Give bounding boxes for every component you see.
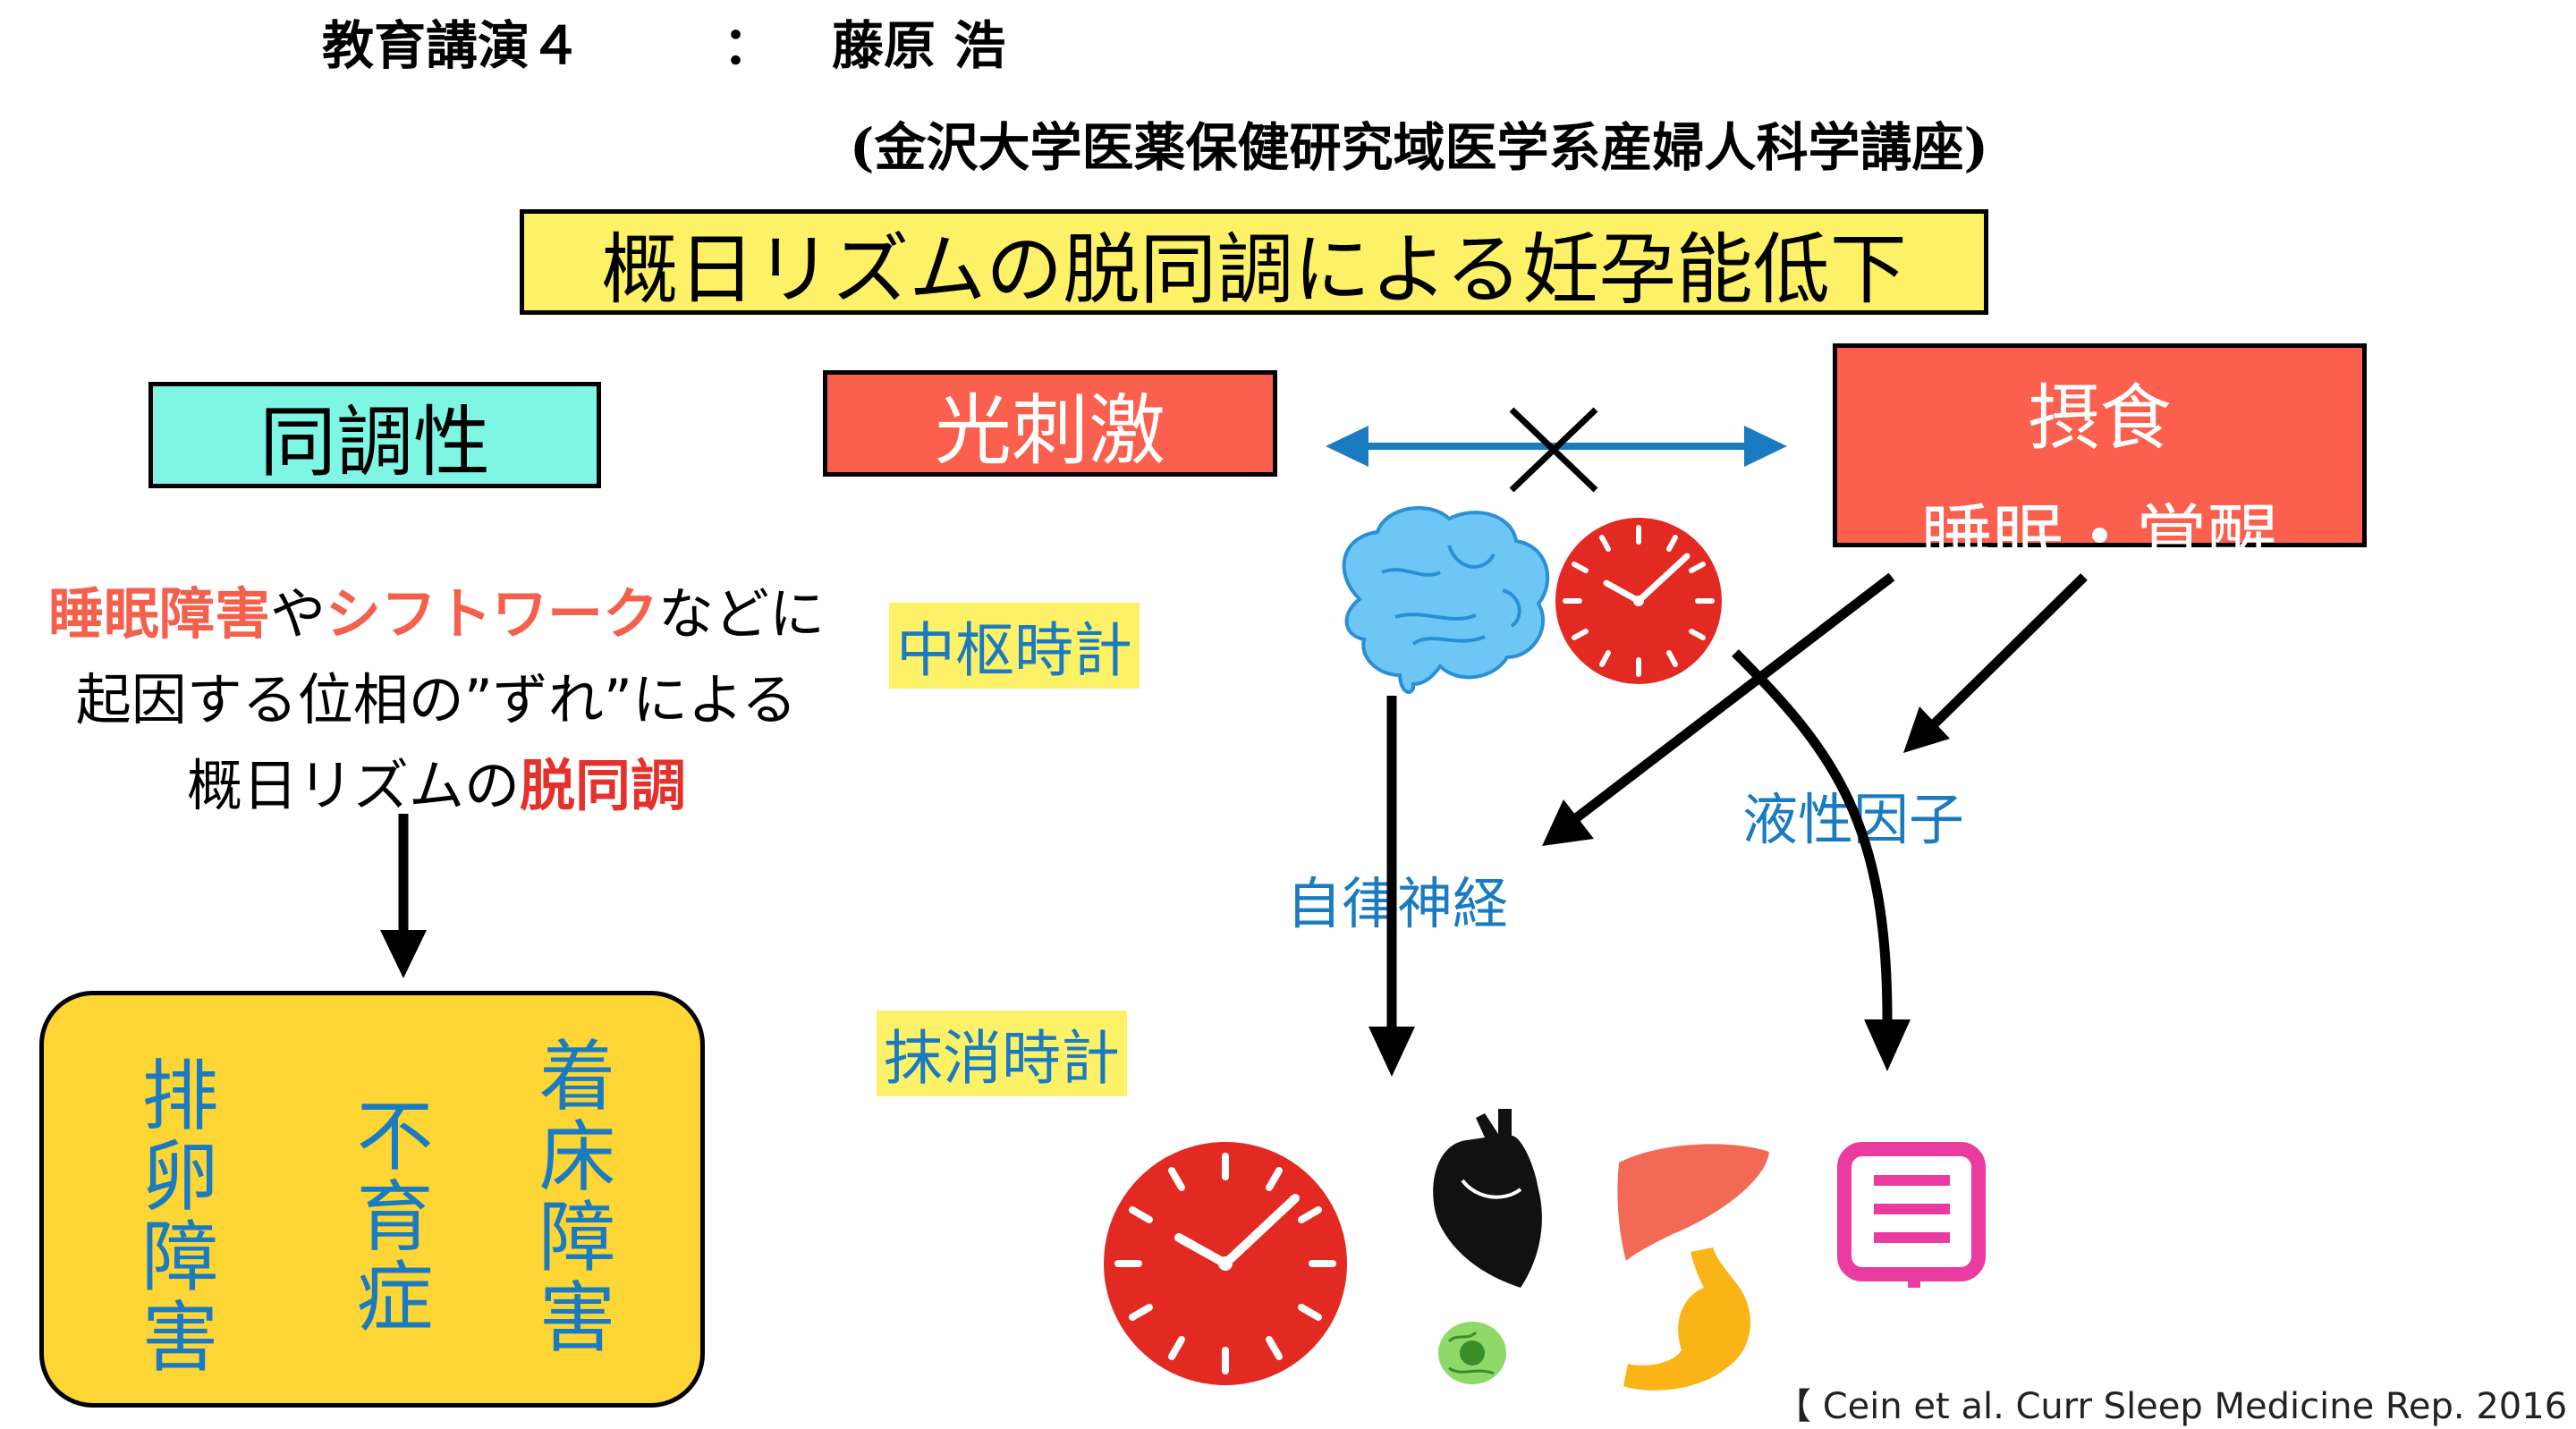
desc-line-1: 睡眠障害やシフトワークなどに xyxy=(43,569,830,649)
lecture-label: 教育講演４ xyxy=(322,15,582,76)
intake-to-humoral-arrow xyxy=(1903,573,2088,753)
cross-mark xyxy=(1509,407,1598,493)
light-stimulus-label: 光刺激 xyxy=(935,386,1165,476)
desc-nadoni: などに xyxy=(658,581,826,647)
desc-line-3: 概日リズムの脱同調 xyxy=(43,740,830,821)
stomach-icon xyxy=(1623,1247,1750,1391)
intake-label: 摂食 xyxy=(2028,376,2172,460)
desc-desync: 脱同調 xyxy=(520,753,687,818)
intake-to-autonomic-arrow xyxy=(1542,572,1895,846)
sleep-wake-label: 睡眠・覚醒 xyxy=(1920,496,2279,579)
outcome-recurrent-loss: 不育症 xyxy=(343,1095,432,1337)
sync-label-box: 同調性 xyxy=(148,382,601,488)
outcome-implantation-disorder: 着床障害 xyxy=(525,1036,614,1357)
autonomic-arrow xyxy=(1368,696,1415,1077)
brain-icon xyxy=(1342,506,1550,694)
peripheral-clock-icon xyxy=(1104,1142,1347,1385)
citation: 【 Cein et al. Curr Sleep Medicine Rep. 2… xyxy=(1775,1386,2576,1427)
humoral-curve-arrow xyxy=(1732,649,1911,1071)
light-stimulus-box: 光刺激 xyxy=(823,370,1277,477)
sync-label: 同調性 xyxy=(259,398,490,487)
liver-icon xyxy=(1617,1144,1769,1261)
speaker-name: 藤原 浩 xyxy=(832,15,1006,76)
desc-line-2: 起因する位相の”ずれ”による xyxy=(75,667,798,732)
central-clock-icon xyxy=(1555,518,1722,684)
peripheral-clock-label: 抹消時計 xyxy=(877,1010,1127,1096)
desc-shiftwork: シフトワーク xyxy=(326,581,659,647)
page-title-text: 概日リズムの脱同調による妊孕能低下 xyxy=(601,224,1907,315)
central-clock-label: 中枢時計 xyxy=(889,603,1140,689)
outcome-box xyxy=(39,991,705,1408)
cell-icon xyxy=(1438,1322,1506,1384)
down-arrow-left xyxy=(380,814,427,978)
autonomic-label: 自律神経 xyxy=(1286,858,1509,939)
page-title: 概日リズムの脱同調による妊孕能低下 xyxy=(520,209,1988,315)
intestine-icon xyxy=(1837,1142,1986,1288)
intake-sleep-box: 摂食 睡眠・覚醒 xyxy=(1833,343,2367,579)
desc-sleep-disorder: 睡眠障害 xyxy=(47,581,270,647)
desc-ya: や xyxy=(269,581,326,647)
desc-circadian: 概日リズムの xyxy=(186,753,520,818)
heart-icon xyxy=(1433,1109,1542,1288)
outcome-ovulation-disorder: 排卵障害 xyxy=(128,1055,217,1377)
affiliation: (金沢大学医薬保健研究域医学系産婦人科学講座) xyxy=(850,117,1988,178)
header-colon: ： xyxy=(723,15,775,76)
